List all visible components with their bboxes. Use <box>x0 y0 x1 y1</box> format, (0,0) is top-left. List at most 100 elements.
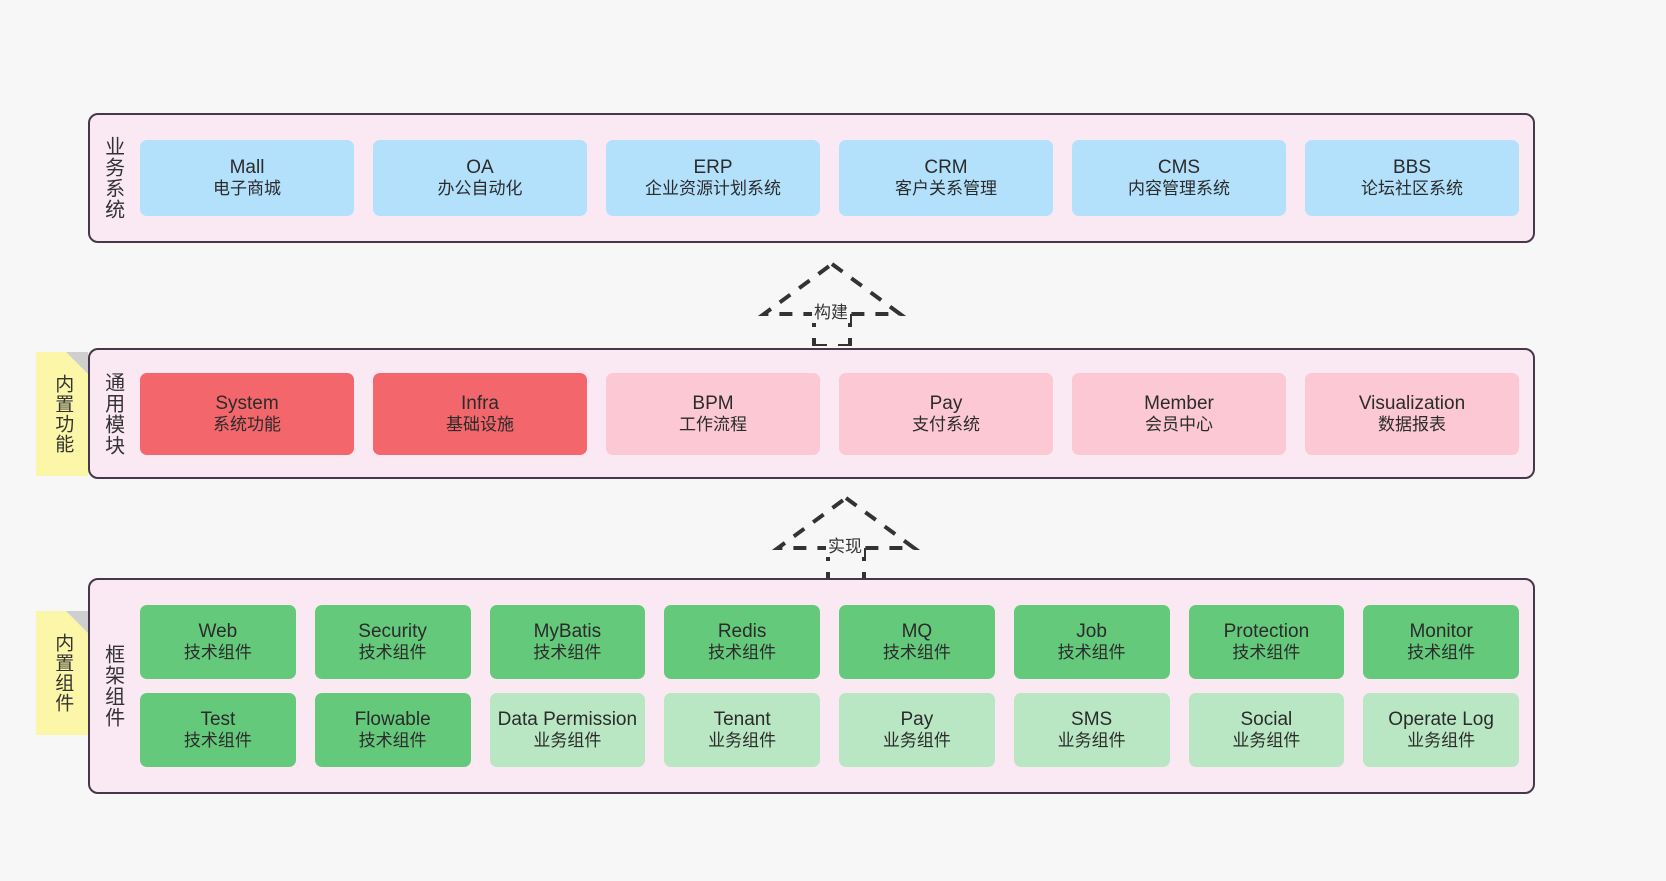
card-title: Security <box>358 621 427 643</box>
card-title: SMS <box>1071 709 1113 731</box>
card-title: Infra <box>460 392 500 414</box>
card-title: System <box>215 392 279 414</box>
card-redis[interactable]: Redis 技术组件 <box>664 605 820 679</box>
card-title: OA <box>466 157 494 179</box>
card-job[interactable]: Job 技术组件 <box>1013 605 1170 679</box>
card-erp[interactable]: ERP 企业资源计划系统 <box>606 140 820 216</box>
card-subtitle: 技术组件 <box>1057 643 1126 663</box>
note-builtin-feature: 内置功能 <box>36 352 88 476</box>
card-social[interactable]: Social 业务组件 <box>1188 693 1345 767</box>
card-subtitle: 技术组件 <box>708 643 777 663</box>
realization-arrow-icon <box>757 261 907 348</box>
card-subtitle: 企业资源计划系统 <box>645 179 781 199</box>
card-subtitle: 技术组件 <box>1232 643 1301 663</box>
card-bbs[interactable]: BBS 论坛社区系统 <box>1305 140 1519 216</box>
layer-title-framework-component: 框架组件 <box>101 644 124 728</box>
card-title: ERP <box>693 157 733 179</box>
card-bpm[interactable]: BPM 工作流程 <box>606 372 820 455</box>
card-web[interactable]: Web 技术组件 <box>140 605 296 679</box>
layer-body-common-module: System 系统功能 Infra 基础设施 BPM 工作流程 Pay 支付系统… <box>134 350 1533 477</box>
layer-framework-component: 框架组件 Web 技术组件 Security 技术组件 MyBatis 技术组件… <box>88 578 1535 794</box>
card-member[interactable]: Member 会员中心 <box>1072 372 1286 455</box>
layer-common-module: 通用模块 System 系统功能 Infra 基础设施 BPM 工作流程 Pay <box>88 348 1535 479</box>
card-protection[interactable]: Protection 技术组件 <box>1188 605 1345 679</box>
card-subtitle: 技术组件 <box>1407 643 1476 663</box>
card-operate-log[interactable]: Operate Log 业务组件 <box>1363 693 1519 767</box>
card-tenant[interactable]: Tenant 业务组件 <box>664 693 820 767</box>
card-security[interactable]: Security 技术组件 <box>314 605 471 679</box>
card-subtitle: 客户关系管理 <box>895 179 997 199</box>
card-sms[interactable]: SMS 业务组件 <box>1013 693 1170 767</box>
card-subtitle: 技术组件 <box>358 731 427 751</box>
card-title: Job <box>1076 621 1107 643</box>
note-builtin-component-label: 内置组件 <box>52 633 74 713</box>
card-data-permission[interactable]: Data Permission 业务组件 <box>489 693 646 767</box>
layer-title-common-module: 通用模块 <box>101 371 124 456</box>
layer-business-system: 业务系统 Mall 电子商城 OA 办公自动化 ERP 企业资源计划系统 CRM <box>88 113 1535 243</box>
note-builtin-component: 内置组件 <box>36 611 88 735</box>
card-title: CMS <box>1157 157 1201 179</box>
card-subtitle: 业务组件 <box>1057 731 1126 751</box>
card-title: Web <box>198 621 238 643</box>
card-mybatis[interactable]: MyBatis 技术组件 <box>489 605 646 679</box>
card-flowable[interactable]: Flowable 技术组件 <box>314 693 471 767</box>
card-subtitle: 工作流程 <box>679 414 747 434</box>
card-mall[interactable]: Mall 电子商城 <box>140 140 354 216</box>
card-pay-module[interactable]: Pay 支付系统 <box>839 372 1053 455</box>
card-subtitle: 办公自动化 <box>437 179 523 199</box>
card-subtitle: 支付系统 <box>912 414 980 434</box>
card-title: Visualization <box>1358 392 1466 414</box>
card-subtitle: 电子商城 <box>213 179 281 199</box>
card-infra[interactable]: Infra 基础设施 <box>373 372 587 455</box>
card-title: CRM <box>924 157 968 179</box>
card-title: Data Permission <box>497 709 638 731</box>
card-subtitle: 技术组件 <box>882 643 951 663</box>
connector-implement: 实现 <box>766 492 926 582</box>
card-subtitle: 会员中心 <box>1145 414 1213 434</box>
framework-biz-row: Test 技术组件 Flowable 技术组件 Data Permission … <box>140 693 1519 767</box>
layer-title-business-system: 业务系统 <box>101 136 124 220</box>
card-test[interactable]: Test 技术组件 <box>140 693 296 767</box>
card-subtitle: 业务组件 <box>1407 731 1476 751</box>
card-cms[interactable]: CMS 内容管理系统 <box>1072 140 1286 216</box>
card-monitor[interactable]: Monitor 技术组件 <box>1363 605 1519 679</box>
card-subtitle: 技术组件 <box>183 643 252 663</box>
note-fold-corner-icon <box>66 352 88 374</box>
card-subtitle: 技术组件 <box>183 731 252 751</box>
card-subtitle: 数据报表 <box>1378 414 1446 434</box>
note-fold-corner-icon <box>66 611 88 633</box>
card-title: BPM <box>692 392 734 414</box>
card-subtitle: 业务组件 <box>708 731 777 751</box>
card-subtitle: 业务组件 <box>882 731 951 751</box>
card-title: Monitor <box>1409 621 1473 643</box>
connector-build: 构建 <box>752 258 912 348</box>
card-subtitle: 业务组件 <box>1232 731 1301 751</box>
card-title: Pay <box>929 392 963 414</box>
card-title: Protection <box>1223 621 1310 643</box>
connector-implement-label: 实现 <box>826 532 864 557</box>
card-subtitle: 基础设施 <box>446 414 514 434</box>
card-subtitle: 业务组件 <box>533 731 602 751</box>
card-title: Tenant <box>713 709 771 731</box>
card-visualization[interactable]: Visualization 数据报表 <box>1305 372 1519 455</box>
card-title: Redis <box>717 621 767 643</box>
business-card-row: Mall 电子商城 OA 办公自动化 ERP 企业资源计划系统 CRM 客户关系… <box>140 140 1519 216</box>
card-pay-component[interactable]: Pay 业务组件 <box>839 693 995 767</box>
card-title: BBS <box>1392 157 1432 179</box>
card-subtitle: 内容管理系统 <box>1128 179 1230 199</box>
card-crm[interactable]: CRM 客户关系管理 <box>839 140 1053 216</box>
card-subtitle: 论坛社区系统 <box>1361 179 1463 199</box>
common-card-row: System 系统功能 Infra 基础设施 BPM 工作流程 Pay 支付系统… <box>140 372 1519 455</box>
card-title: Mall <box>229 157 265 179</box>
card-title: Pay <box>900 709 934 731</box>
card-title: Member <box>1144 392 1214 414</box>
card-mq[interactable]: MQ 技术组件 <box>839 605 995 679</box>
card-title: MyBatis <box>533 621 602 643</box>
card-subtitle: 技术组件 <box>533 643 602 663</box>
card-oa[interactable]: OA 办公自动化 <box>373 140 587 216</box>
card-title: Operate Log <box>1388 709 1494 731</box>
card-system[interactable]: System 系统功能 <box>140 372 354 455</box>
card-title: Flowable <box>354 709 431 731</box>
card-title: Test <box>200 709 236 731</box>
